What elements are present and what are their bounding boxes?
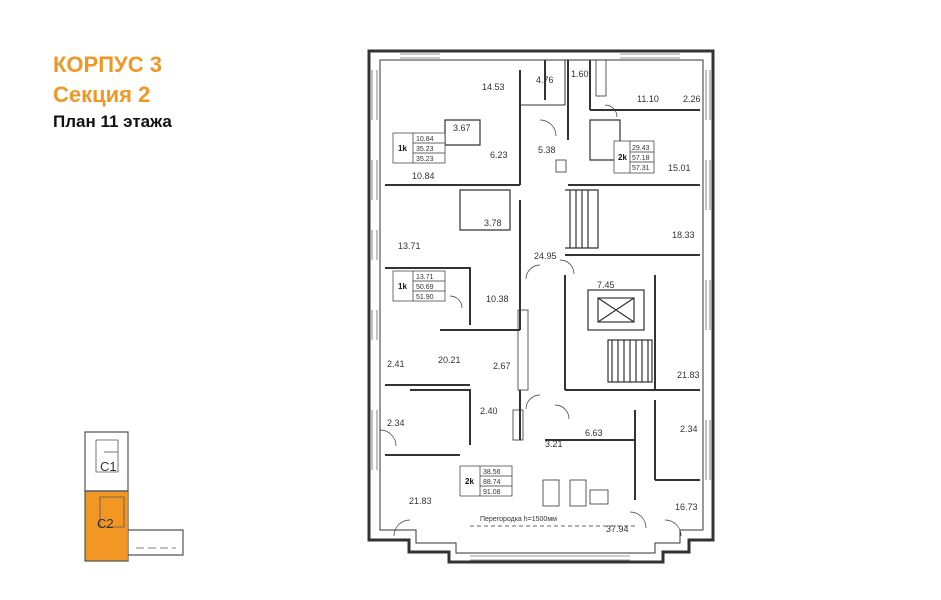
apt-3-living: 38.56	[483, 469, 501, 476]
room-area: 2.67	[493, 361, 511, 371]
apt-2-total: 51.90	[416, 294, 434, 301]
plan-walls	[367, 49, 715, 564]
apt-2-type: 1k	[398, 282, 407, 291]
key-plan-c2-label: C2	[97, 516, 114, 531]
room-area: 2.40	[480, 406, 498, 416]
room-area: 16.73	[675, 502, 698, 512]
room-area: 14.53	[482, 82, 505, 92]
building-title: КОРПУС 3	[53, 52, 162, 77]
room-area: 2.34	[680, 424, 698, 434]
room-area: 1.60	[571, 69, 589, 79]
room-area: 20.21	[438, 355, 461, 365]
room-area: 18.33	[672, 230, 695, 240]
room-area: 7.45	[597, 280, 615, 290]
room-area: 10.38	[486, 294, 509, 304]
room-area: 4.76	[536, 75, 554, 85]
room-area: 2.41	[387, 359, 405, 369]
room-area: 6.23	[490, 150, 508, 160]
apt-4-area: 57.18	[632, 155, 650, 162]
apt-3-type: 2k	[465, 477, 474, 486]
plan-header: КОРПУС 3 Секция 2 План 11 этажа	[53, 50, 172, 134]
room-area: 10.84	[412, 171, 435, 181]
room-area: 3.67	[453, 123, 471, 133]
apt-3-area: 88.74	[483, 479, 501, 486]
apartment-info-boxes	[392, 132, 655, 497]
apt-3-total: 91.08	[483, 489, 501, 496]
apt-4-total: 57.31	[632, 165, 650, 172]
apt-4-living: 29.43	[632, 145, 650, 152]
room-area: 11.10	[637, 94, 659, 104]
room-area: 3.78	[484, 218, 502, 228]
room-area: 13.71	[398, 241, 421, 251]
key-plan-highlight	[85, 491, 127, 561]
apt-1-type: 1k	[398, 144, 407, 153]
key-plan-c1-label: C1	[100, 459, 117, 474]
room-area: 37.94	[606, 524, 629, 534]
apt-1-living: 10.84	[416, 136, 434, 143]
room-area: 6.63	[585, 428, 603, 438]
room-area: 21.83	[677, 370, 700, 380]
room-area: 15.01	[668, 163, 691, 173]
room-labels: 14.53 4.76 1.60 11.10 2.26 3.67 6.23 5.3…	[387, 69, 701, 534]
apt-1-total: 35.23	[416, 156, 434, 163]
section-title: Секция 2	[53, 82, 151, 107]
room-area: 24.95	[534, 251, 557, 261]
apt-4-type: 2k	[618, 153, 627, 162]
room-area: 3.21	[545, 439, 563, 449]
room-area: 2.26	[683, 94, 701, 104]
room-area: 21.83	[409, 496, 432, 506]
room-area: 5.38	[538, 145, 556, 155]
key-plan	[84, 431, 184, 562]
partition-note: Перегородка h=1500мм	[480, 516, 557, 523]
room-area: 2.34	[387, 418, 405, 428]
apt-2-living: 13.71	[416, 274, 434, 281]
apt-1-area: 35.23	[416, 146, 434, 153]
apt-2-area: 50.69	[416, 284, 434, 291]
floor-plan-title: План 11 этажа	[53, 112, 172, 131]
